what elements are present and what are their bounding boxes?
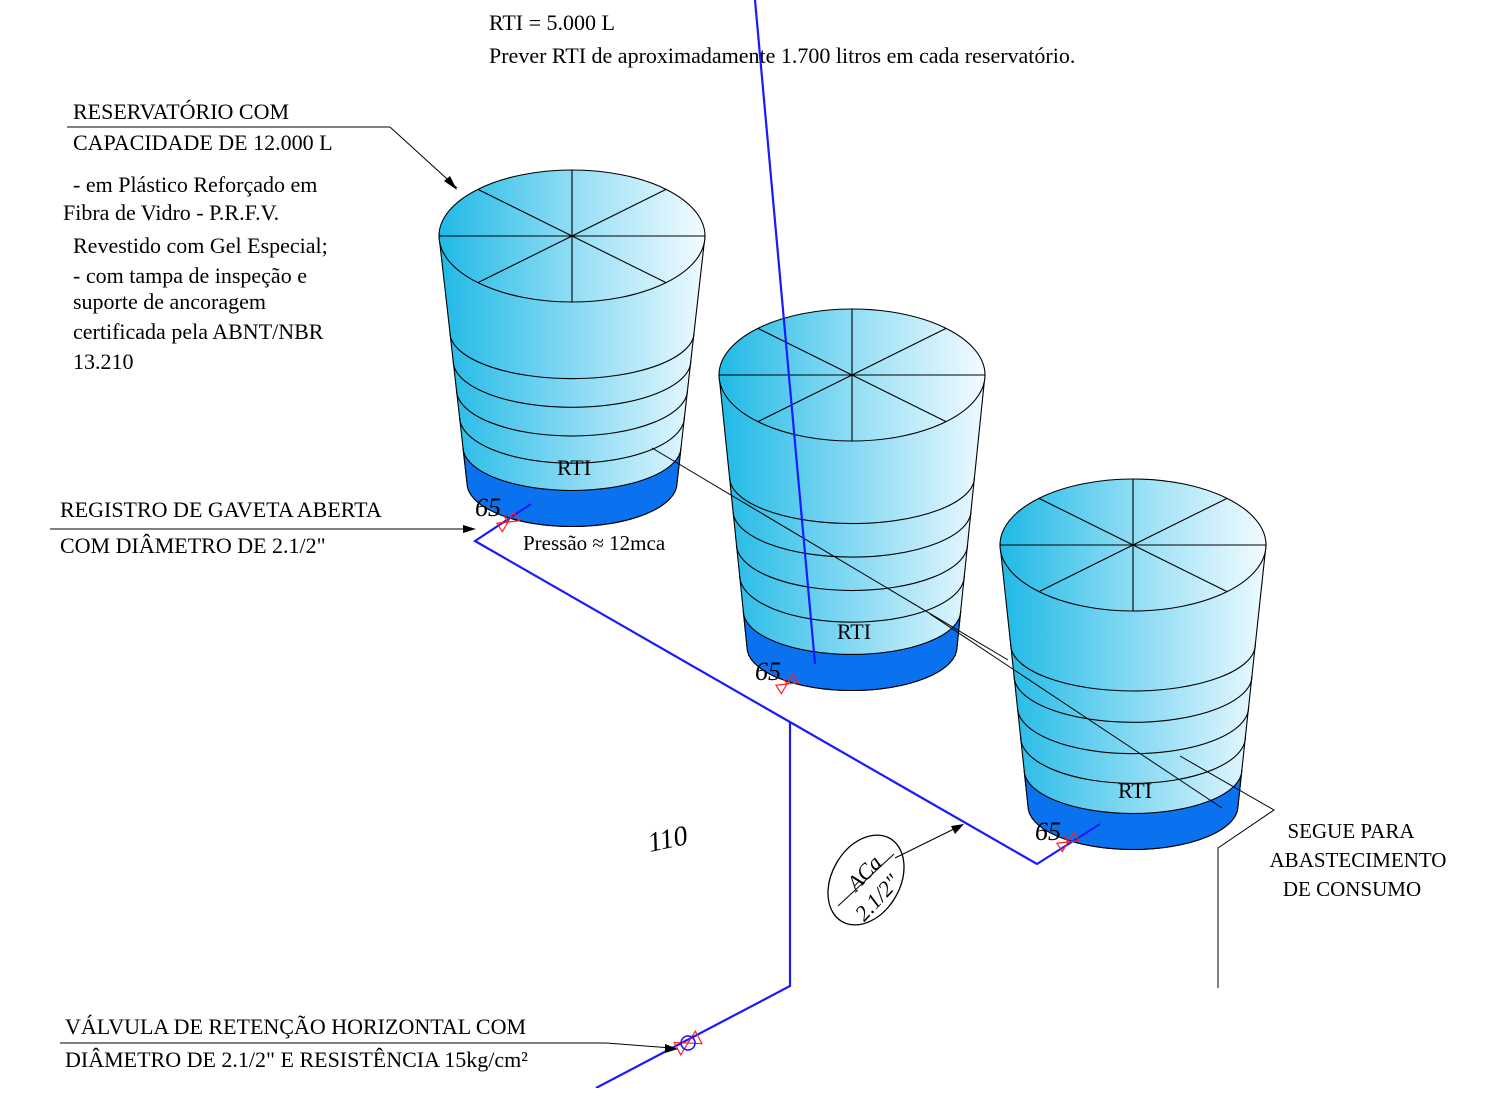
pipe-size-label-tank3: 65 [1035, 817, 1061, 846]
check-valve-leader-arrow [665, 1044, 678, 1053]
reservoir-leader-arrow [444, 176, 457, 190]
check-valve-label-line2: DIÂMETRO DE 2.1/2" E RESISTÊNCIA 15kg/cm… [65, 1047, 528, 1072]
main-riser-pipe [595, 722, 792, 1089]
rti-label: RTI [557, 455, 591, 480]
reservoir-spec-line: - com tampa de inspeção e [73, 263, 307, 288]
tanks-layer: RTI RTI RTI [438, 169, 1267, 851]
gate-valve-label-line2: COM DIÂMETRO DE 2.1/2" [60, 533, 326, 558]
gate-valve-label-line1: REGISTRO DE GAVETA ABERTA [60, 497, 382, 522]
rti-label: RTI [837, 619, 871, 644]
reservoir-spec-line: - em Plástico Reforçado em [73, 172, 317, 197]
check-valve-label-line1: VÁLVULA DE RETENÇÃO HORIZONTAL COM [65, 1014, 526, 1039]
tank-ring-line [735, 544, 969, 592]
tank-connector-line [651, 447, 1009, 661]
main-pipe-size-label: 110 [645, 820, 690, 859]
tank-ring-line [458, 416, 686, 464]
pipe-tag-leader [894, 825, 961, 859]
gate-valve-icon [495, 511, 521, 533]
consumption-label-line: ABASTECIMENTO [1270, 848, 1447, 872]
lid-spoke [757, 374, 853, 423]
lid-spoke [571, 188, 667, 237]
reservoir-spec-line: Revestido com Gel Especial; [73, 233, 328, 258]
lid-spoke [571, 235, 667, 284]
consumption-leader-line [1179, 755, 1275, 988]
reservoir-spec-line: certificada pela ABNT/NBR [73, 319, 324, 344]
tank-1: RTI [438, 169, 706, 528]
gate-valve-stem [782, 677, 788, 685]
consumption-label-line: SEGUE PARA [1287, 819, 1415, 843]
reservoir-spec-line: suporte de ancoragem [73, 289, 266, 314]
reservoir-spec-line: 13.210 [73, 349, 134, 374]
consumption-label: SEGUE PARA ABASTECIMENTO DE CONSUMO [1270, 819, 1447, 901]
lid-spoke [851, 374, 947, 423]
tank-ring-line [455, 389, 689, 437]
rti-each-note: Prever RTI de aproximadamente 1.700 litr… [489, 43, 1075, 68]
rti-zone [462, 446, 682, 528]
gate-valve-tank1[interactable] [495, 511, 521, 533]
gate-valve-icon [774, 673, 800, 695]
reservoir-label-line2: CAPACIDADE DE 12.000 L [73, 130, 333, 155]
pipe-size-label-tank2: 65 [755, 657, 781, 686]
pipe-tag-divider [837, 853, 895, 907]
tank-ring-line [739, 575, 965, 623]
reservoir-spec-line: Fibra de Vidro - P.R.F.V. [63, 200, 279, 225]
gate-valve-label: REGISTRO DE GAVETA ABERTA COM DIÂMETRO D… [50, 497, 476, 558]
tank-connector-line [929, 613, 1223, 809]
tank-ring-line [728, 477, 976, 525]
lid-spoke [1132, 544, 1228, 593]
consumption-label-line: DE CONSUMO [1283, 877, 1421, 901]
check-valve[interactable] [673, 1029, 703, 1057]
gate-valve-leader-arrow [463, 525, 476, 533]
rti-zone [1023, 769, 1243, 851]
lid-spoke [1038, 544, 1134, 593]
reservoir-leader-line [389, 126, 458, 189]
pressure-label: Pressão ≈ 12mca [523, 531, 666, 555]
reservoir-label: RESERVATÓRIO COM CAPACIDADE DE 12.000 L … [63, 99, 458, 374]
branch-pipe-tank2 [753, 0, 817, 665]
tank-2: RTI [718, 308, 986, 692]
lid-spoke [1038, 497, 1134, 546]
gate-valve-stem [1063, 835, 1069, 843]
gate-valve-tank3[interactable] [1055, 831, 1081, 853]
tank-ring-line [1020, 736, 1246, 784]
check-valve-disc-icon [680, 1035, 696, 1051]
tank-ring-line [1010, 644, 1256, 692]
pipe-tag-arrow [951, 824, 964, 834]
reservoir-label-line1: RESERVATÓRIO COM [73, 99, 289, 124]
lid-spoke [757, 327, 853, 376]
gate-valve-icon [1055, 831, 1081, 853]
check-valve-icon [673, 1029, 703, 1057]
check-valve-label: VÁLVULA DE RETENÇÃO HORIZONTAL COM DIÂME… [60, 1014, 678, 1072]
tank-ring-line [452, 360, 692, 408]
pipe-tag: ACa 2.1/2" [827, 824, 964, 926]
pipe-size-label-tank1: 65 [475, 493, 501, 522]
tank-ring-line [1016, 707, 1250, 755]
lid-spoke [1132, 497, 1228, 546]
lid-spoke [851, 327, 947, 376]
rti-total-note: RTI = 5.000 L [489, 10, 615, 35]
tank-ring-line [1013, 675, 1253, 723]
check-valve-leader [605, 1042, 673, 1049]
gate-valve-tank2[interactable] [774, 673, 800, 695]
tank-ring-line [732, 510, 972, 558]
tank-ring-line [449, 332, 695, 380]
tank-3: RTI [999, 478, 1267, 851]
rti-label: RTI [1118, 778, 1152, 803]
lid-spoke [477, 188, 573, 237]
lid-spoke [477, 235, 573, 284]
gate-valve-stem [503, 515, 509, 523]
